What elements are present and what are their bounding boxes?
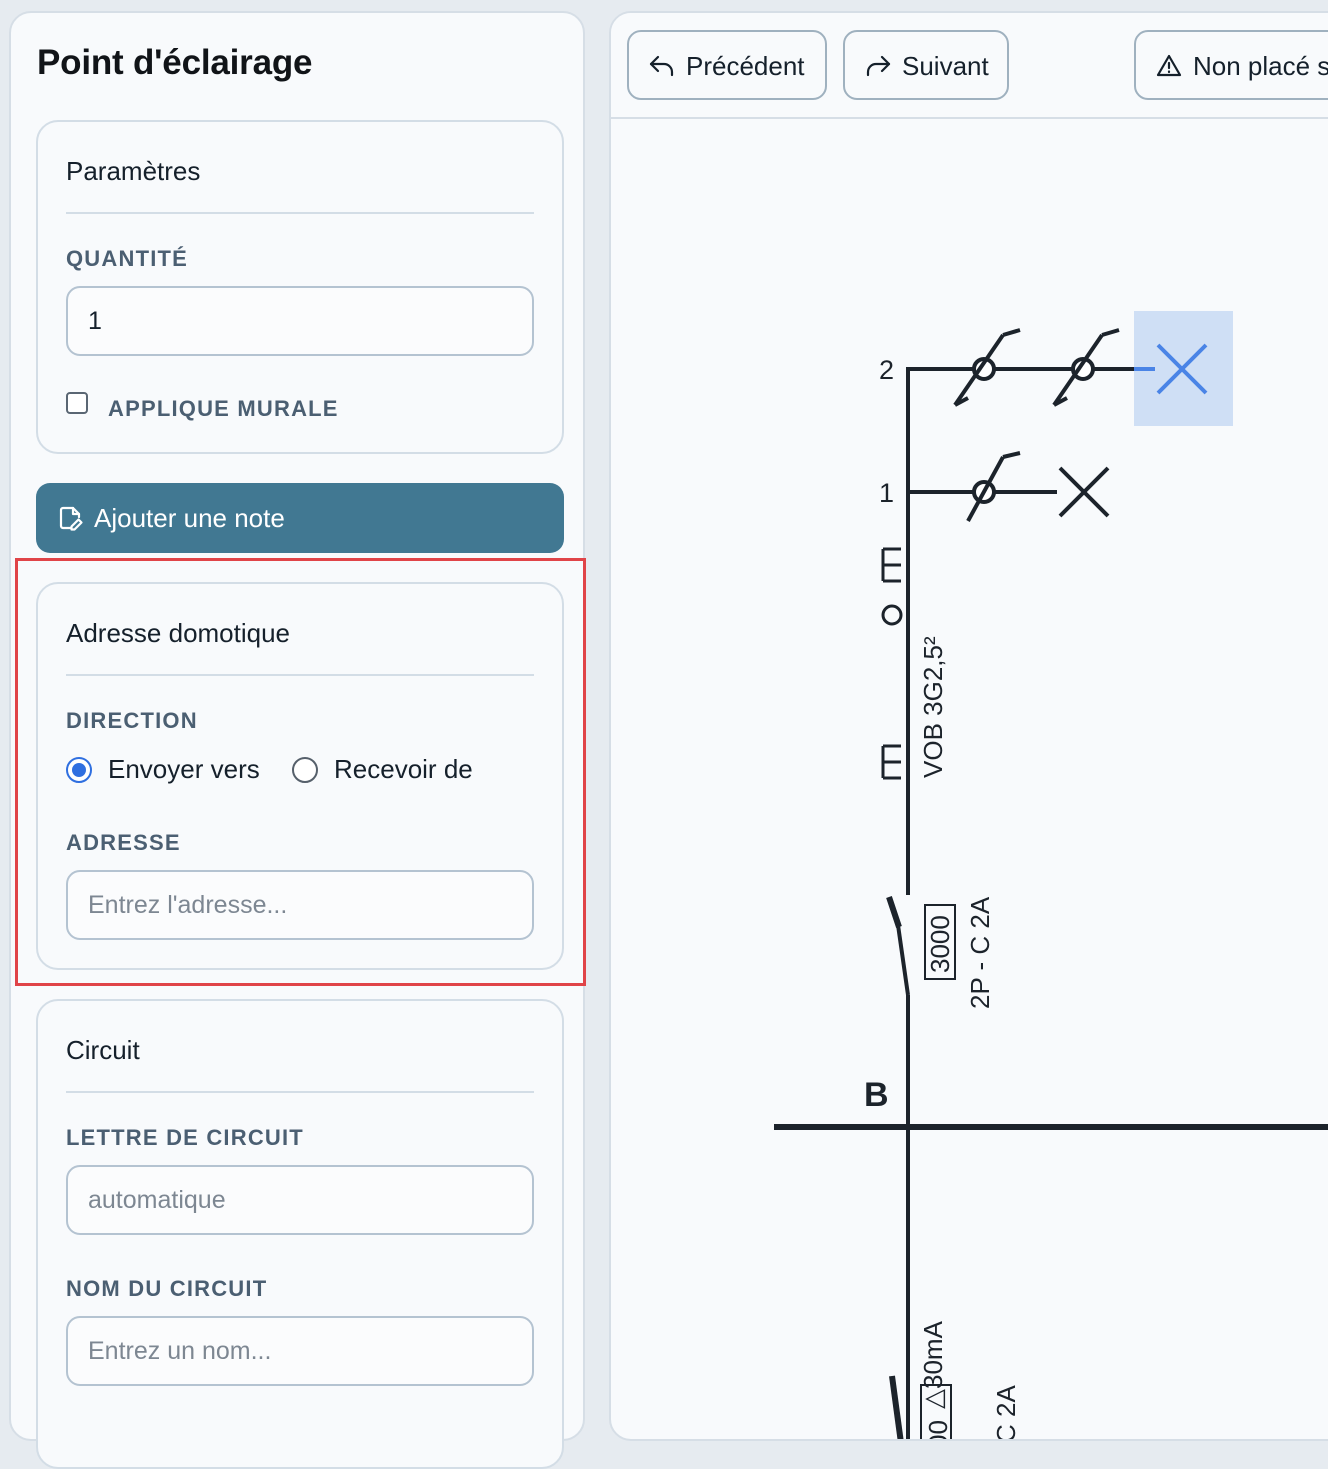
send-to-label[interactable]: Envoyer vers [108,754,260,784]
next-label: Suivant [902,51,989,81]
switch-symbol[interactable] [1052,328,1120,407]
previous-button[interactable]: Précédent [627,30,827,100]
add-note-button[interactable]: Ajouter une note [36,483,564,553]
lamp-symbol[interactable] [1058,466,1110,518]
wall-light-checkbox[interactable] [66,392,88,414]
receive-from-label[interactable]: Recevoir de [334,754,473,784]
circuit-card-title: Circuit [66,1035,140,1065]
domotic-address-card: Adresse domotique DIRECTION Envoyer vers… [36,582,564,970]
panel-title: Point d'éclairage [37,43,313,82]
busbar-label: B [864,1076,889,1114]
switch-symbol[interactable] [966,451,1021,522]
warning-triangle-icon [1156,54,1182,85]
rcd-breaker-spec: C 2A [991,1385,1021,1441]
breaker-spec: 2P - C 2A [965,896,995,1009]
edit-note-icon [58,505,84,536]
direction-label: DIRECTION [66,708,198,733]
undo-arrow-icon [649,54,675,85]
quantity-label: QUANTITÉ [66,246,189,271]
line-2-number: 2 [879,355,894,385]
cable-label: VOB 3G2,5² [918,636,948,778]
card-divider [66,212,534,214]
domotic-card-title: Adresse domotique [66,618,291,648]
electrical-schema[interactable]: 2 1 VOB 3G2,5² 3000 2P - C 2A B △30mA 00… [611,13,1328,1441]
add-note-label: Ajouter une note [94,503,285,533]
rcd-rating-box [920,1384,952,1439]
quantity-input[interactable] [66,286,534,356]
address-input[interactable] [66,870,534,940]
unplaced-label: Non placé s [1193,51,1328,81]
rcd-spec: △30mA [918,1320,948,1409]
line-1-number: 1 [879,478,894,508]
card-divider [66,1091,534,1093]
rcd-breaker-symbol[interactable] [889,1375,904,1441]
breaker-symbol[interactable] [886,896,910,996]
circuit-card: Circuit LETTRE DE CIRCUIT NOM DU CIRCUIT [36,999,564,1469]
rcd-rating: 00 [923,1420,953,1441]
cable-marker [881,744,901,780]
circuit-letter-input[interactable] [66,1165,534,1235]
card-divider [66,674,534,676]
unplaced-button[interactable]: Non placé s [1134,30,1328,100]
redo-arrow-icon [865,54,891,85]
circuit-letter-label: LETTRE DE CIRCUIT [66,1125,304,1150]
address-label: ADRESSE [66,830,181,855]
send-to-radio[interactable] [66,757,92,783]
parameters-card: Paramètres QUANTITÉ APPLIQUE MURALE [36,120,564,454]
switch-symbol[interactable] [953,328,1021,407]
selected-lamp-symbol[interactable] [1134,343,1208,395]
breaker-rating-box [924,904,956,980]
circuit-name-label: NOM DU CIRCUIT [66,1276,268,1301]
cable-junction [881,604,903,626]
next-button[interactable]: Suivant [843,30,1009,100]
schema-panel: 2 1 VOB 3G2,5² 3000 2P - C 2A B △30mA 00… [609,11,1328,1441]
properties-panel: Point d'éclairage Paramètres QUANTITÉ AP… [9,11,585,1469]
wall-light-label[interactable]: APPLIQUE MURALE [108,396,339,421]
receive-from-radio[interactable] [292,757,318,783]
previous-label: Précédent [686,51,805,81]
parameters-card-title: Paramètres [66,156,201,186]
cable-marker [881,547,901,583]
schema-toolbar: Précédent Suivant Non placé s [611,13,1328,119]
circuit-name-input[interactable] [66,1316,534,1386]
breaker-rating: 3000 [925,915,955,973]
